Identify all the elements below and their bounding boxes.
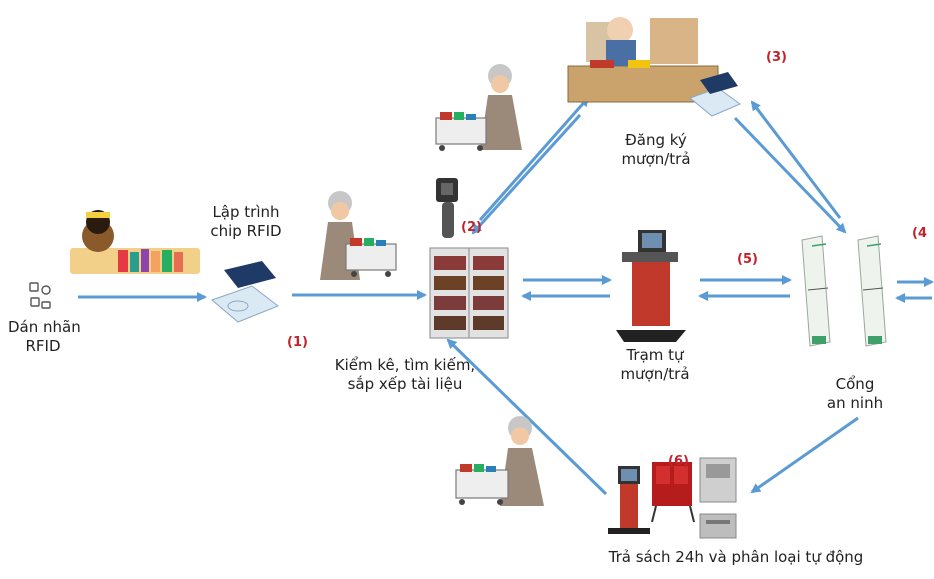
step-marker-6: (6) [668,454,689,469]
step-marker-2: (2) [461,220,482,235]
child-with-books-icon [70,210,200,274]
arrow-gate-to-return [750,416,859,494]
librarian-with-cart-bottom-icon [455,416,544,506]
rfid-tags-icon [29,282,51,309]
label-security-gate-line1: Cổng [835,375,875,393]
arrow-register-to-gate [733,116,847,234]
security-gate-icon [801,235,887,347]
arrow-register-to-shelf [471,113,582,235]
registration-desk-icon [567,17,719,103]
label-rfid-tag-line2: RFID [25,336,61,355]
label-book-return: Trả sách 24h và phân loại tự động [566,548,906,567]
librarian-with-cart-icon [320,191,397,280]
label-rfid-tag: Dán nhãn RFID [8,318,81,356]
label-register-line2: mượn/trả [621,149,691,168]
sorting-bins-icon [651,462,695,523]
registration-reader-icon [688,72,742,117]
flow-arrows [78,96,934,496]
label-inventory-line2: sắp xếp tài liệu [347,374,463,393]
arrow-gate-to-register [750,100,842,219]
rfid-programmer-icon [211,261,280,323]
label-book-return-line1: Trả sách 24h và phân loại tự động [608,548,864,566]
bookshelf-icon [429,247,509,339]
handheld-reader-icon [436,178,458,238]
label-rfid-tag-line1: Dán nhãn [8,318,81,336]
label-program-chip-line2: chip RFID [210,221,282,240]
label-self-station-line1: Trạm tự [626,346,684,364]
label-security-gate-line2: an ninh [826,393,884,412]
label-security-gate: Cổng an ninh [815,375,895,413]
label-program-chip: Lập trình chip RFID [196,203,296,241]
label-register-line1: Đăng ký [625,131,687,149]
label-inventory: Kiểm kê, tìm kiếm, sắp xếp tài liệu [310,356,500,394]
step-marker-5: (5) [737,252,758,267]
step-marker-4: (4 [912,226,927,241]
label-program-chip-line1: Lập trình [212,203,280,221]
step-marker-1: (1) [287,335,308,350]
arrow-return-to-shelf [446,338,608,496]
label-self-station-line2: mượn/trả [620,364,690,383]
return-terminal-icon [699,457,737,539]
self-service-kiosk-icon [616,230,686,342]
librarian-with-cart-top-icon [435,64,522,151]
step-marker-3: (3) [766,50,787,65]
label-self-station: Trạm tự mượn/trả [600,346,710,384]
return-machine-icon [608,466,650,534]
label-register: Đăng ký mượn/trả [606,131,706,169]
arrow-shelf-to-register [478,96,590,221]
label-inventory-line1: Kiểm kê, tìm kiếm, [334,356,476,374]
